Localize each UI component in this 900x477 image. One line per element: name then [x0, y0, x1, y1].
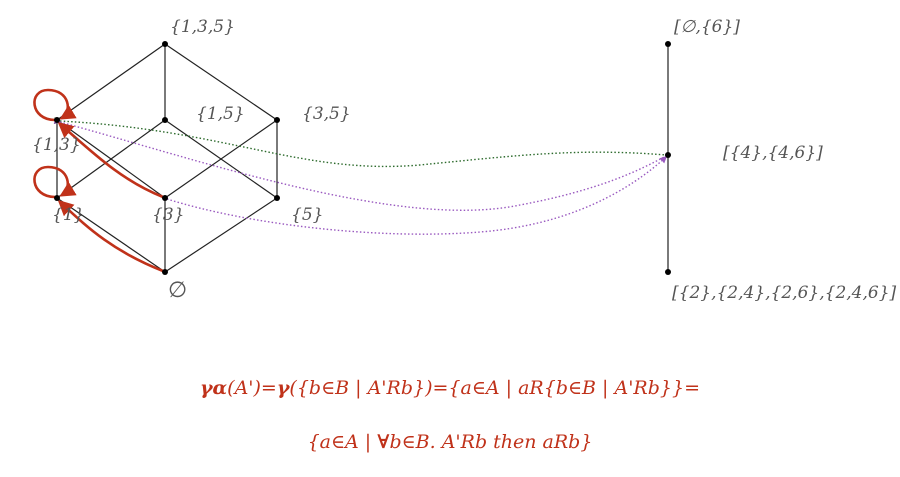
- formula-line-1-a: (A')=: [227, 377, 277, 399]
- node-bottom: [162, 269, 168, 275]
- arrow-bottom-to-1: [57, 199, 164, 273]
- formula-line-1-b: ({b∈B | A'Rb})={a∈A | aR{b∈B | A'Rb}}=: [289, 377, 700, 399]
- label-set-13: {1,3}: [32, 135, 81, 155]
- purple-dotted-curve-2: [166, 156, 668, 235]
- edge-35-3: [164, 119, 278, 199]
- gamma-alpha: γα: [199, 377, 228, 399]
- loop-arrow-13: [33, 88, 77, 122]
- arrow-3-to-13: [57, 121, 164, 199]
- chain-label-bottom: [{2},{2,4},{2,6},{2,4,6}]: [672, 283, 897, 303]
- edge-top-35: [164, 43, 278, 121]
- node-35: [274, 117, 280, 123]
- chain-label-middle: [{4},{4,6}]: [723, 143, 823, 163]
- loop-arrow-1: [33, 165, 77, 199]
- node-top: [162, 41, 168, 47]
- node-1: [54, 195, 60, 201]
- label-set-3: {3}: [152, 205, 185, 225]
- red-arrows: [33, 88, 164, 273]
- formula-line-2: {a∈A | ∀b∈B. A'Rb then aRb}: [0, 431, 900, 453]
- label-set-35: {3,5}: [302, 104, 351, 124]
- label-set-1: {1}: [52, 205, 85, 225]
- label-set-5: {5}: [291, 205, 324, 225]
- mapping-curves: [53, 117, 668, 235]
- edge-1-bottom: [56, 197, 166, 273]
- forall-symbol: ∀: [377, 431, 390, 453]
- node-5: [274, 195, 280, 201]
- green-dotted-curve: [54, 117, 667, 168]
- label-empty-set: ∅: [168, 278, 188, 303]
- edge-top-13: [56, 43, 166, 121]
- formula-line-2-a: {a∈A |: [307, 431, 378, 453]
- label-top-set: {1,3,5}: [170, 17, 235, 37]
- node-15: [162, 117, 168, 123]
- node-13: [54, 117, 60, 123]
- lattice-edges: [56, 43, 278, 273]
- formula-line-1: γα(A')=γ({b∈B | A'Rb})={a∈A | aR{b∈B | A…: [0, 377, 900, 399]
- purple-dotted-curve-1: [53, 117, 667, 211]
- edge-5-bottom: [164, 197, 278, 273]
- chain-node-mid: [665, 152, 671, 158]
- chain-node-bottom: [665, 269, 671, 275]
- gamma: γ: [276, 377, 290, 399]
- lattice-nodes: [54, 41, 671, 275]
- formula-line-2-b: b∈B. A'Rb then aRb}: [389, 431, 593, 453]
- chain-node-top: [665, 41, 671, 47]
- label-set-15: {1,5}: [196, 104, 245, 124]
- chain-label-top: [∅,{6}]: [674, 17, 740, 37]
- node-3: [162, 195, 168, 201]
